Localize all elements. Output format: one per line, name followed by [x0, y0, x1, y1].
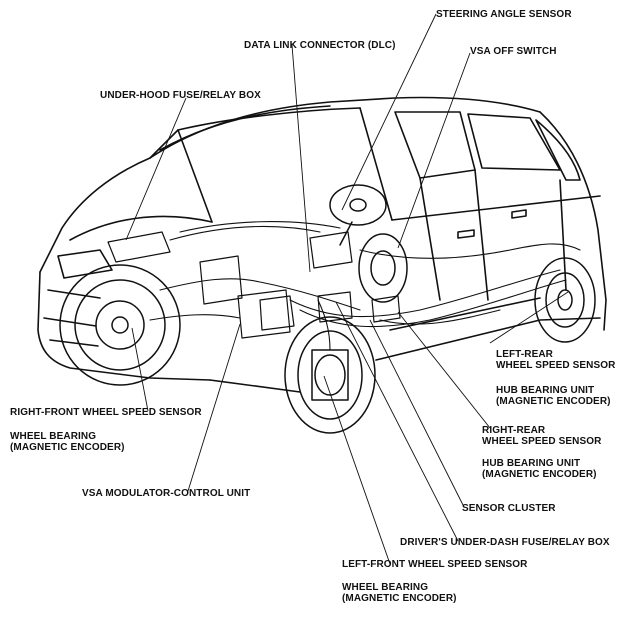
right-rear-hub-bearing-label: HUB BEARING UNIT (MAGNETIC ENCODER) — [482, 458, 597, 480]
left-rear-hub-line2: (MAGNETIC ENCODER) — [496, 396, 611, 407]
steering-angle-sensor-label: STEERING ANGLE SENSOR — [436, 9, 572, 20]
drivers-under-dash-fuse-relay-box-label: DRIVER'S UNDER-DASH FUSE/RELAY BOX — [400, 537, 610, 548]
left-rear-hub-bearing-label: HUB BEARING UNIT (MAGNETIC ENCODER) — [496, 385, 611, 407]
right-front-wheel — [59, 264, 181, 386]
engine-bay-components — [107, 231, 401, 339]
brake-lines-and-wiring — [149, 221, 581, 351]
minivan-body — [37, 96, 607, 393]
left-front-bearing-line2: (MAGNETIC ENCODER) — [342, 593, 457, 604]
right-front-bearing-line1: WHEEL BEARING — [10, 431, 97, 442]
right-rear-wheel-speed-sensor-label: RIGHT-REAR WHEEL SPEED SENSOR — [482, 425, 601, 447]
left-rear-wheel-speed-sensor-label: LEFT-REAR WHEEL SPEED SENSOR — [496, 349, 615, 371]
steering-wheel — [329, 184, 387, 246]
under-hood-fuse-relay-box-label: UNDER-HOOD FUSE/RELAY BOX — [100, 90, 261, 101]
vsa-modulator-control-unit-label: VSA MODULATOR-CONTROL UNIT — [82, 488, 251, 499]
left-front-bearing-line1: WHEEL BEARING — [342, 582, 429, 593]
left-rear-wss-line2: WHEEL SPEED SENSOR — [496, 360, 616, 371]
right-front-bearing-line2: (MAGNETIC ENCODER) — [10, 442, 125, 453]
leader-lines — [125, 13, 569, 565]
left-front-wheel-speed-sensor-label: LEFT-FRONT WHEEL SPEED SENSOR — [342, 559, 528, 570]
right-front-wheel-speed-sensor-label: RIGHT-FRONT WHEEL SPEED SENSOR — [10, 407, 202, 418]
right-rear-hub-line2: (MAGNETIC ENCODER) — [482, 469, 597, 480]
data-link-connector-label: DATA LINK CONNECTOR (DLC) — [244, 40, 396, 51]
left-front-wheel-bearing-label: WHEEL BEARING (MAGNETIC ENCODER) — [342, 582, 457, 604]
left-front-wheel — [284, 316, 376, 434]
right-front-wheel-bearing-label: WHEEL BEARING (MAGNETIC ENCODER) — [10, 431, 125, 453]
right-rear-hub-line1: HUB BEARING UNIT — [482, 458, 581, 469]
left-rear-wss-line1: LEFT-REAR — [496, 349, 554, 360]
right-rear-wheel — [358, 233, 408, 303]
right-rear-wss-line2: WHEEL SPEED SENSOR — [482, 436, 602, 447]
sensor-cluster-label: SENSOR CLUSTER — [462, 503, 556, 514]
vsa-off-switch-label: VSA OFF SWITCH — [470, 46, 557, 57]
right-rear-wss-line1: RIGHT-REAR — [482, 425, 546, 436]
left-rear-wheel — [534, 257, 596, 343]
left-rear-hub-line1: HUB BEARING UNIT — [496, 385, 595, 396]
